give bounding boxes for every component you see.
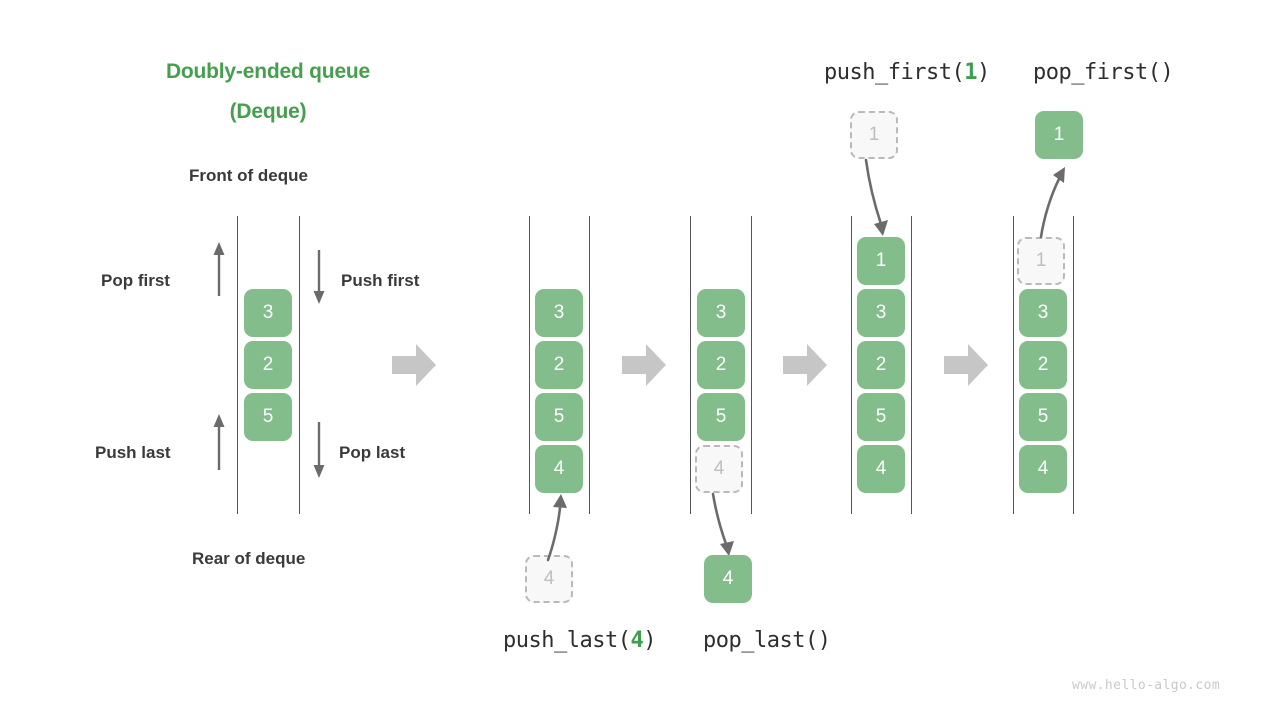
panel-1-cell-2: 5 <box>535 393 583 441</box>
panel-4-cell-0-ghost: 1 <box>1017 237 1065 285</box>
panel-0-cell-1: 2 <box>244 341 292 389</box>
caption-push-first-arg: 1 <box>964 60 977 85</box>
panel-2-rail-right <box>751 216 752 514</box>
panel-2-cell-2: 5 <box>697 393 745 441</box>
diagram-title-line1: Doubly-ended queue <box>165 60 371 83</box>
push-last-motion-arrow-icon <box>546 494 567 562</box>
panel-0-rail-left <box>237 216 238 514</box>
panel-2-rail-left <box>690 216 691 514</box>
panel-3-rail-left <box>851 216 852 514</box>
pop-first-arrow-icon <box>213 242 225 296</box>
push-last-label: Push last <box>95 443 171 462</box>
pop-last-motion-arrow-icon <box>711 492 734 556</box>
flow-arrow-1 <box>392 344 436 386</box>
panel-4-outgoing-cell: 1 <box>1035 111 1083 159</box>
caption-pop-first: pop_first() <box>1033 60 1174 85</box>
panel-3-rail-right <box>911 216 912 514</box>
panel-4-cell-4: 4 <box>1019 445 1067 493</box>
flow-arrow-4 <box>944 344 988 386</box>
panel-4-rail-right <box>1073 216 1074 514</box>
panel-3-cell-0: 1 <box>857 237 905 285</box>
push-first-label: Push first <box>341 271 420 290</box>
panel-1-rail-right <box>589 216 590 514</box>
panel-1-cell-1: 2 <box>535 341 583 389</box>
panel-4-rail-left <box>1013 216 1014 514</box>
caption-push-first: push_first(1) <box>824 60 990 85</box>
pop-last-label: Pop last <box>339 443 406 462</box>
caption-push-last-close: ) <box>643 628 656 653</box>
panel-0-cell-0: 3 <box>244 289 292 337</box>
panel-3-cell-1: 3 <box>857 289 905 337</box>
flow-arrow-2 <box>622 344 666 386</box>
push-first-motion-arrow-icon <box>864 158 888 236</box>
front-of-deque-label: Front of deque <box>189 166 308 185</box>
panel-4-cell-1: 3 <box>1019 289 1067 337</box>
panel-2-cell-1: 2 <box>697 341 745 389</box>
panel-0-cell-2: 5 <box>244 393 292 441</box>
panel-2-outgoing-cell: 4 <box>704 555 752 603</box>
panel-2-cell-0: 3 <box>697 289 745 337</box>
panel-3-cell-3: 5 <box>857 393 905 441</box>
push-last-arrow-icon <box>213 414 225 470</box>
pop-first-label: Pop first <box>101 271 170 290</box>
panel-0-rail-right <box>299 216 300 514</box>
panel-1-cell-0: 3 <box>535 289 583 337</box>
pop-first-motion-arrow-icon <box>1039 167 1065 239</box>
pop-last-arrow-icon <box>313 422 325 478</box>
panel-3-cell-4: 4 <box>857 445 905 493</box>
caption-pop-first-name: pop_first() <box>1033 60 1174 85</box>
panel-4-cell-2: 2 <box>1019 341 1067 389</box>
caption-push-last: push_last(4) <box>503 628 656 653</box>
panel-4-cell-3: 5 <box>1019 393 1067 441</box>
caption-pop-last: pop_last() <box>703 628 831 653</box>
caption-push-last-name: push_last( <box>503 628 631 653</box>
push-first-arrow-icon <box>313 250 325 304</box>
panel-1-incoming-ghost-cell: 4 <box>525 555 573 603</box>
panel-3-cell-2: 2 <box>857 341 905 389</box>
panel-1-cell-3: 4 <box>535 445 583 493</box>
panel-2-cell-3-ghost: 4 <box>695 445 743 493</box>
caption-push-first-name: push_first( <box>824 60 965 85</box>
caption-push-last-arg: 4 <box>630 628 644 653</box>
flow-arrow-3 <box>783 344 827 386</box>
rear-of-deque-label: Rear of deque <box>192 549 306 568</box>
panel-3-incoming-ghost-cell: 1 <box>850 111 898 159</box>
caption-pop-last-name: pop_last() <box>703 628 831 653</box>
panel-1-rail-left <box>529 216 530 514</box>
diagram-title-line2: (Deque) <box>229 100 307 123</box>
watermark: www.hello-algo.com <box>1072 678 1221 693</box>
caption-push-first-close: ) <box>976 60 990 85</box>
